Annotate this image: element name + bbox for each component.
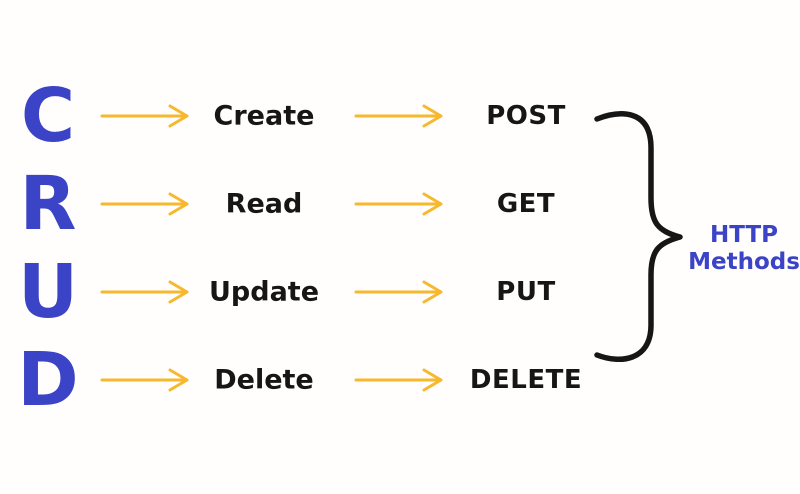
http-method-label-post: POST	[486, 101, 566, 131]
http-method-label-put: PUT	[496, 277, 556, 307]
http-methods-label: HTTP Methods	[686, 222, 800, 276]
http-methods-label-line2: Methods	[688, 249, 800, 275]
arrow-right-icon	[100, 280, 189, 304]
diagram-row-delete: D Delete DELETE	[0, 337, 800, 423]
operation-label-read: Read	[225, 188, 303, 220]
http-method-label-get: GET	[496, 189, 556, 219]
operation-label-delete: Delete	[214, 364, 314, 396]
arrow-right-icon	[354, 280, 443, 304]
http-method-label-delete: DELETE	[469, 365, 583, 395]
arrow-right-icon	[100, 104, 189, 128]
crud-letter-d: D	[17, 337, 79, 423]
curly-brace-icon	[594, 111, 683, 363]
arrow-right-icon	[100, 192, 189, 216]
operation-label-create: Create	[213, 100, 315, 132]
operation-label-update: Update	[208, 276, 320, 308]
arrow-right-icon	[100, 368, 189, 392]
diagram-row-create: C Create POST	[0, 73, 800, 159]
diagram-row-update: U Update PUT	[0, 249, 800, 335]
crud-letter-u: U	[17, 249, 79, 335]
http-methods-label-line1: HTTP	[709, 222, 778, 248]
crud-letter-r: R	[19, 161, 77, 247]
arrow-right-icon	[354, 368, 443, 392]
diagram-row-read: R Read GET	[0, 161, 800, 247]
arrow-right-icon	[354, 104, 443, 128]
arrow-right-icon	[354, 192, 443, 216]
crud-letter-c: C	[20, 73, 76, 159]
